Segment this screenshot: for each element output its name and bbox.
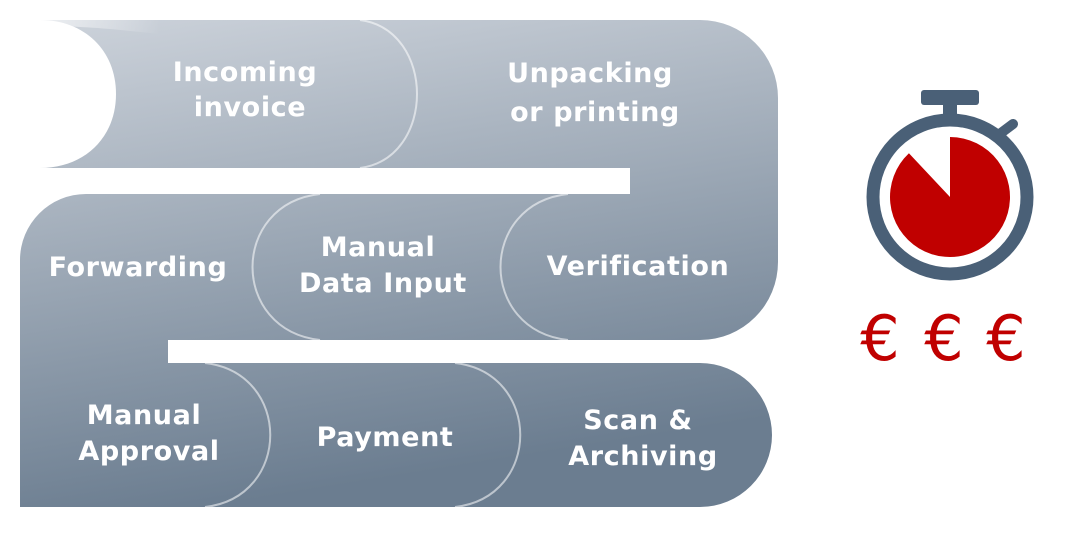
- step-manual-data-input: Manual Data Input: [299, 232, 467, 299]
- euro-symbol-1: €: [860, 302, 899, 375]
- step-unpacking-or-printing: Unpacking or printing: [507, 58, 683, 128]
- step-manual-approval: Manual Approval: [78, 400, 219, 467]
- stopwatch-icon: [866, 90, 1034, 281]
- stopwatch-frame: [866, 113, 1034, 281]
- divider-row3-b: [454, 362, 522, 508]
- step-payment: Payment: [317, 422, 454, 453]
- step-incoming-invoice: Incoming invoice: [173, 57, 328, 123]
- divider-row3-a: [204, 362, 272, 508]
- band-highlight: [40, 20, 160, 34]
- divider-row2-b: [499, 193, 569, 341]
- stopwatch-elapsed-fill: [890, 137, 1011, 258]
- start-notch: [14, 20, 116, 168]
- cost-symbols: € € €: [860, 302, 1025, 375]
- euro-symbol-2: €: [924, 302, 963, 375]
- divider-row1: [359, 19, 418, 169]
- euro-symbol-3: €: [986, 302, 1025, 375]
- divider-row2-a: [251, 193, 321, 341]
- step-scan-archiving: Scan & Archiving: [568, 405, 718, 472]
- step-verification: Verification: [547, 251, 730, 282]
- stopwatch-crown: [921, 90, 979, 105]
- process-band: [20, 20, 778, 507]
- step-forwarding: Forwarding: [49, 252, 228, 283]
